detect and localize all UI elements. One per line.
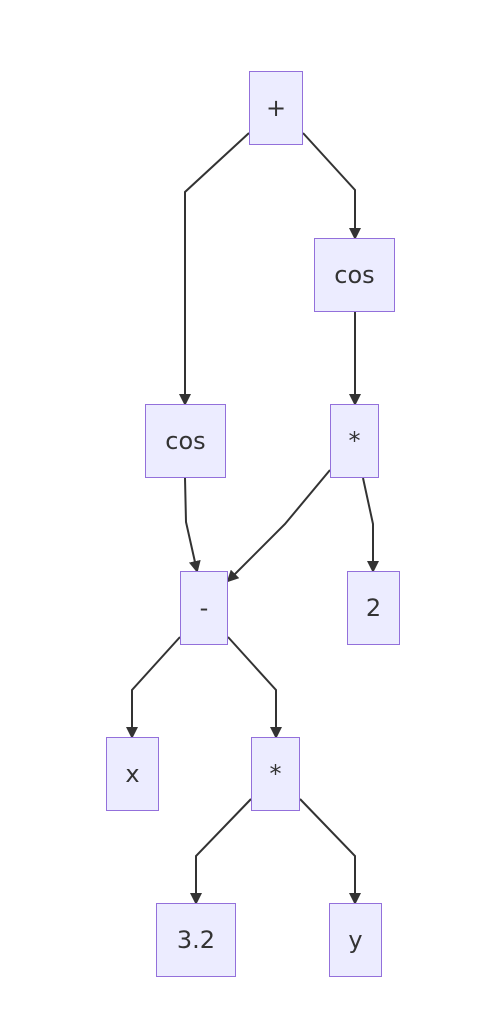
node-label: cos [334, 261, 375, 289]
node-label: 3.2 [176, 926, 216, 954]
node-label: - [199, 594, 209, 622]
node-label: y [348, 926, 363, 954]
edge-multiply-upper-to-minus [226, 469, 331, 583]
node-multiply-upper: * [330, 404, 379, 478]
node-label: x [125, 760, 140, 788]
edge-multiply-upper-to-two [362, 477, 379, 573]
edge-multiply-lower-to-three-point-two [190, 798, 252, 905]
node-cos-left: cos [145, 404, 226, 478]
edge-plus-to-cos-right [302, 132, 361, 240]
edge-plus-to-cos-left [179, 132, 250, 406]
edge-multiply-lower-to-y [299, 798, 361, 905]
node-two: 2 [347, 571, 400, 645]
node-minus: - [180, 571, 228, 645]
node-multiply-lower: * [251, 737, 300, 811]
node-label: 2 [365, 594, 382, 622]
node-x: x [106, 737, 159, 811]
node-label: + [265, 94, 287, 122]
node-label: * [269, 760, 282, 788]
edge-minus-to-multiply-lower [227, 636, 282, 739]
node-three-point-two: 3.2 [156, 903, 236, 977]
node-label: * [348, 427, 361, 455]
node-plus: + [249, 71, 303, 145]
node-y: y [329, 903, 382, 977]
node-cos-right: cos [314, 238, 395, 312]
edge-minus-to-x [126, 636, 181, 739]
edge-cos-left-to-minus [184, 477, 201, 573]
node-label: cos [165, 427, 206, 455]
